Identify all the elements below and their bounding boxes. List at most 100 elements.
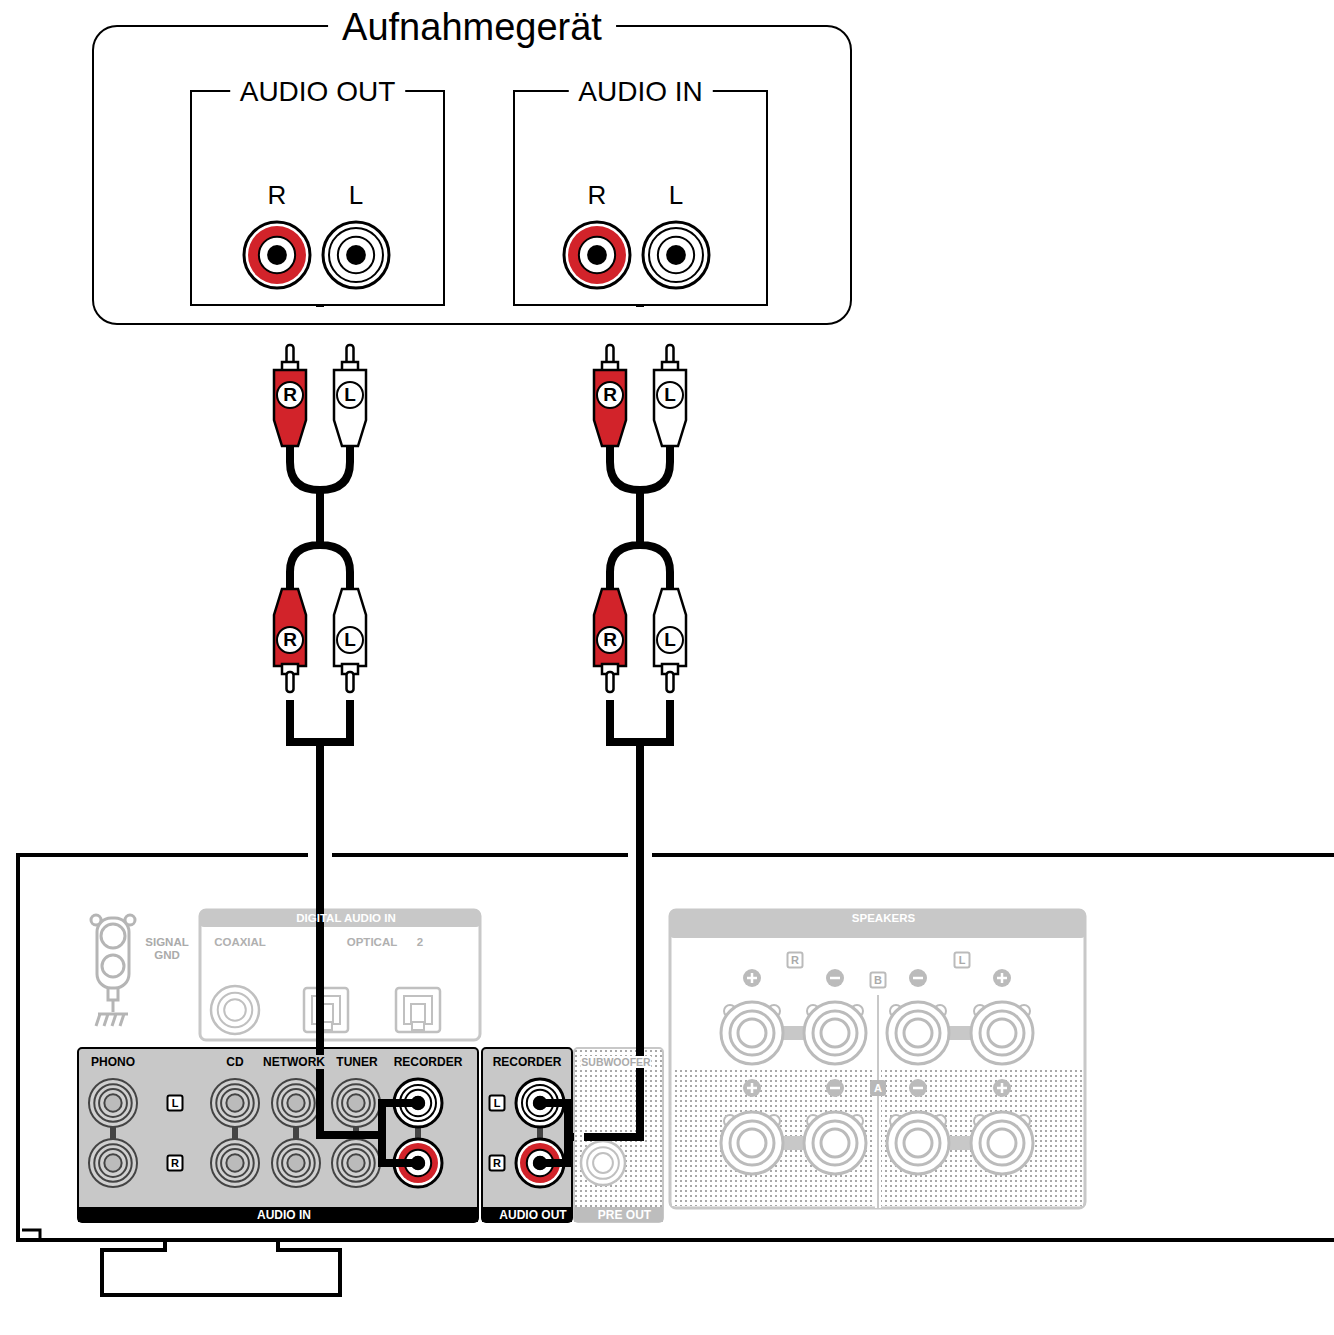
jack [564,222,630,288]
node-heading: AUDIO OUT [482,1208,584,1222]
polarity-mark [913,1087,923,1090]
output-label: SUBWOOFER [580,1056,651,1068]
jack-ring [658,237,694,273]
channel-label: R [588,180,607,211]
speaker-terminal [971,1112,1033,1174]
housing-outline [18,855,1334,1240]
rca-plug [654,589,686,692]
polarity-mark [909,969,927,987]
plug-end [411,1096,425,1110]
jack-ring [259,237,295,273]
port-label: COAXIAL [212,936,268,948]
jack-ring [338,237,374,273]
jack-ring [224,999,246,1021]
optical-port [304,988,348,1032]
node-heading: PRE OUT [574,1208,675,1222]
plug-body [594,589,626,666]
plug-marker: L [336,626,364,654]
jack-ring [332,1079,380,1127]
cable-inner [320,1048,418,1167]
terminal-panel: SPEAKERS [670,910,1097,1208]
jack-pin [287,1154,304,1171]
input-label: TUNER [335,1055,378,1069]
jack [323,222,389,288]
jack [89,1139,137,1187]
audio-in-band [78,1207,478,1222]
jack-ring [277,1144,314,1181]
polarity-mark [913,977,923,980]
speaker-terminal [813,1011,857,1055]
jack [272,1139,320,1187]
speaker-terminal [813,1121,857,1165]
jack-ring [211,1079,259,1127]
plug-end [533,1156,547,1170]
jack-group: AUDIO IN [513,90,768,306]
jack-panel: DIGITAL AUDIO IN [200,910,492,1040]
jack-ring [94,1084,131,1121]
jack-ring [323,222,389,288]
jack-ring [221,1089,249,1117]
terminal-knob [101,924,125,948]
jack-ring [218,993,253,1028]
node-heading: AUDIO IN [568,76,712,108]
jack-ring [332,1139,380,1187]
polarity-mark [1001,973,1004,983]
polarity-mark [826,969,844,987]
plug-body [654,589,686,666]
speaker-terminal [887,1002,949,1064]
cable-bracket [610,700,670,750]
terminal-knob [102,955,124,977]
jack-pin [104,1154,121,1171]
jack-ring [99,1149,127,1177]
speaker-terminal [721,1112,783,1174]
jack-color [568,226,626,284]
plug-body [334,370,366,446]
speaker-terminal [971,1002,1033,1064]
optical-shutter [404,996,432,1030]
speaker-terminal [821,1129,849,1157]
jack-ring [277,1084,314,1121]
speaker-terminal [821,1019,849,1047]
jack-ring [579,237,615,273]
jack [89,1079,137,1127]
polarity-mark [993,1079,1011,1097]
channel-badge: B [870,972,887,989]
plug-marker: R [596,381,624,409]
jack-pin [347,1094,364,1111]
jack-pin [347,1154,364,1171]
speaker-terminal [980,1121,1024,1165]
channel-label: L [349,180,363,211]
digital-panel [200,910,480,1040]
rca-plug [274,589,306,692]
plug-tip [607,672,614,692]
channel-badge: L [167,1095,184,1112]
cable-fork [290,440,350,595]
jack-panel: AUDIO IN [78,1048,490,1222]
jack-panel: AUDIO OUT [482,1048,584,1222]
pre-out-band [574,1207,663,1222]
channel-badge: R [489,1155,506,1172]
jack-ring [342,1089,370,1117]
speaker-band [670,910,1085,938]
jack-ring [216,1144,253,1181]
cable-fork [610,440,670,595]
rca-plug [274,345,306,446]
node-heading: AUDIO OUT [230,76,406,108]
jack [332,1079,380,1127]
input-label: NETWORK [262,1055,326,1069]
channel-badge: R [167,1155,184,1172]
speaker-divider [877,995,879,1208]
jack-ring [211,986,259,1034]
jack-ring [89,1079,137,1127]
input-label: RECORDER [393,1055,464,1069]
plug-body [274,589,306,666]
node-heading: Aufnahmegerät [328,5,616,49]
speaker-terminal [896,1011,940,1055]
plug-end [411,1156,425,1170]
digital-band [200,910,480,927]
jack-ring [272,1139,320,1187]
input-label: CD [225,1055,244,1069]
speaker-terminal [896,1121,940,1165]
port-label: OPTICAL [345,936,399,948]
